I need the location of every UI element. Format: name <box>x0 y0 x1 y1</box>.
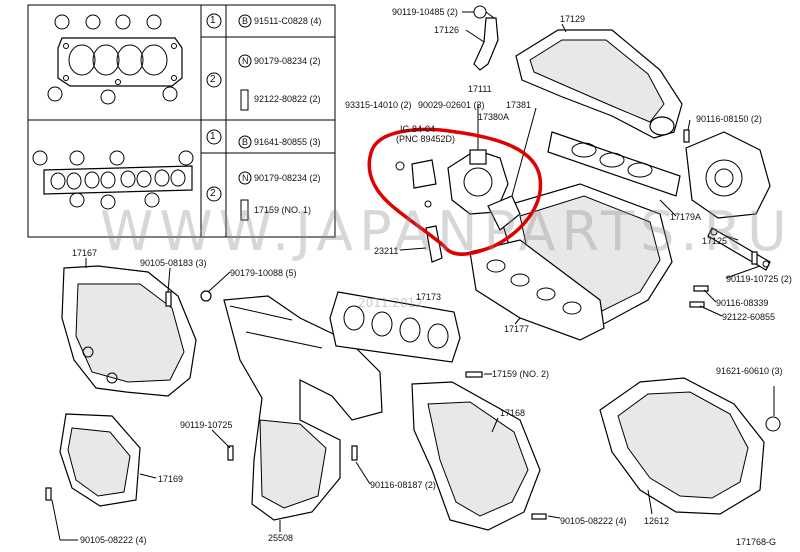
label-90119-10485: 90119-10485 (2) <box>392 7 458 17</box>
table-row4-num: 2 <box>210 188 216 199</box>
label-17159-no2: 17159 (NO. 2) <box>492 369 550 379</box>
table-row4-sym: N <box>242 173 249 183</box>
label-17168: 17168 <box>500 408 526 418</box>
label-17129: 17129 <box>560 14 586 24</box>
exhaust-gasket-17173 <box>329 291 461 363</box>
table-row3-part: 91641-80855 (3) <box>254 137 321 147</box>
label-17169: 17169 <box>158 474 184 484</box>
table-row1-part: 91511-C0828 (4) <box>254 16 322 26</box>
label-90116-08339: 90116-08339 <box>716 298 769 308</box>
throttle-body <box>685 131 771 219</box>
label-90119-10725: 90119-10725 (2) <box>726 274 792 284</box>
label-90105-08183: 90105-08183 (3) <box>140 258 207 268</box>
label-17167: 17167 <box>72 248 98 258</box>
label-93315-14010: 93315-14010 (2) <box>345 100 412 110</box>
table-row3-sym: B <box>242 137 249 147</box>
table-row-markers <box>206 13 252 221</box>
table-row2-sym: N <box>242 56 249 66</box>
label-90179-10088: 90179-10088 (5) <box>230 268 297 278</box>
diagram-code: 171768-G <box>736 537 777 547</box>
label-91621-60610: 91621-60610 (3) <box>716 366 783 376</box>
label-92122-60855: 92122-60855 <box>722 312 776 322</box>
label-12612: 12612 <box>644 516 670 526</box>
intake-gasket-illustration <box>57 37 183 87</box>
watermark-text: WWW.JAPANPARTS.RU <box>100 200 793 263</box>
label-17177: 17177 <box>504 324 530 334</box>
label-17380a: 17380A <box>478 112 510 122</box>
heat-insulator-17167 <box>61 265 197 397</box>
table-row1-sym: B <box>242 16 249 26</box>
egr-valve-assembly <box>395 149 521 231</box>
table-row2-num: 2 <box>210 74 216 85</box>
label-25508: 25508 <box>268 533 294 543</box>
fasteners <box>45 5 781 520</box>
label-90119-10725b: 90119-10725 <box>180 420 233 430</box>
table-row4-part: 90179-08234 (2) <box>254 173 321 183</box>
table-callout-circles <box>32 14 194 210</box>
heat-insulator-12612 <box>599 377 765 515</box>
heat-insulator-17168 <box>411 381 541 531</box>
label-17179a: 17179A <box>670 212 702 222</box>
label-17173: 17173 <box>416 292 442 302</box>
intake-plenum-17129 <box>515 29 683 139</box>
label-90105-08222-right: 90105-08222 (4) <box>560 516 627 526</box>
table-row2-sub: 92122-80822 (2) <box>254 94 321 104</box>
label-17111: 17111 <box>468 84 492 94</box>
intake-manifold-17111 <box>469 183 673 341</box>
label-17126: 17126 <box>434 25 460 35</box>
watermark-date: 2011.2012 <box>358 296 423 310</box>
note-pnc: (PNC 89452D) <box>396 134 456 144</box>
exhaust-gasket-illustration <box>43 165 193 195</box>
parts-table-frame <box>27 4 336 238</box>
label-90029-02601: 90029-02601 (3) <box>418 100 485 110</box>
label-17381: 17381 <box>506 100 532 110</box>
table-row3-num: 1 <box>210 131 216 142</box>
note-ig: IG 84-04 <box>400 124 436 134</box>
label-90105-08222-left: 90105-08222 (4) <box>80 535 147 545</box>
gasket-17179a <box>547 131 681 197</box>
table-row4-sub: 17159 (NO. 1) <box>254 205 312 215</box>
heat-insulator-17169 <box>59 413 141 507</box>
bracket-17126 <box>473 17 499 71</box>
highlight-circle <box>367 127 543 256</box>
table-row1-num: 1 <box>210 15 216 26</box>
label-90116-08187: 90116-08187 (2) <box>370 480 436 490</box>
label-90116-08150: 90116-08150 (2) <box>696 114 762 124</box>
label-17125: 17125 <box>702 236 728 246</box>
table-row2-part: 90179-08234 (2) <box>254 56 321 66</box>
label-23211: 23211 <box>374 246 399 256</box>
